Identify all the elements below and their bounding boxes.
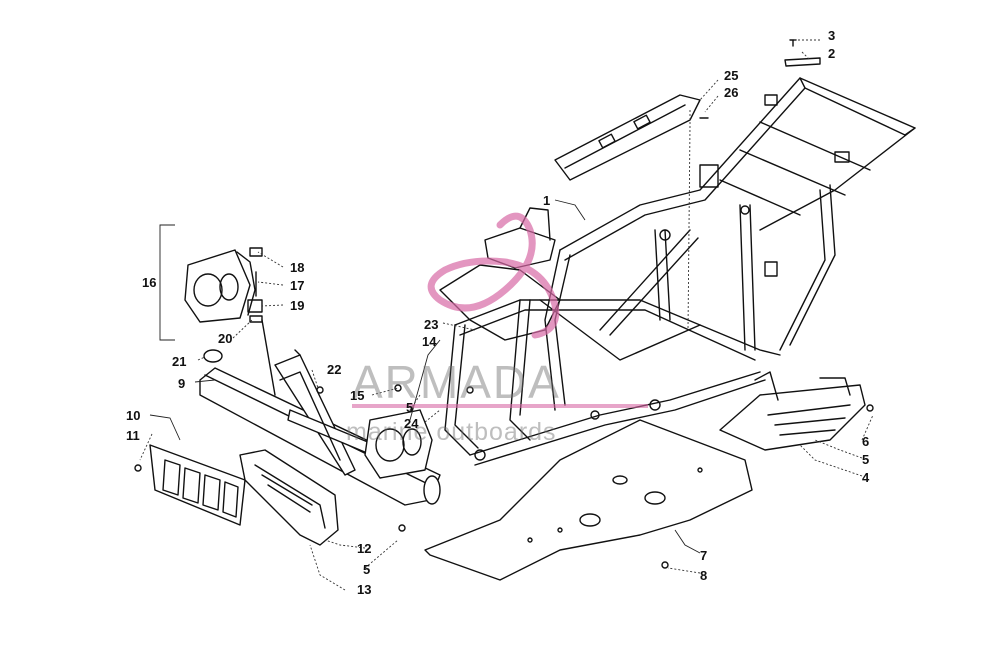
skid-plate: [424, 419, 753, 581]
callout-8: 8: [700, 568, 707, 583]
watermark-tagline: marine outboards: [346, 418, 557, 446]
callout-25: 25: [724, 68, 738, 83]
headlight-left: [184, 249, 256, 323]
headlight-hardware: [247, 247, 276, 396]
callout-2: 2: [828, 46, 835, 61]
callout-3: 3: [828, 28, 835, 43]
callout-11: 11: [126, 428, 140, 443]
callout-18: 18: [290, 260, 304, 275]
callout-6: 6: [862, 434, 869, 449]
callout-17: 17: [290, 278, 304, 293]
watermark-logo-icon: [427, 212, 560, 339]
callout-7: 7: [700, 548, 707, 563]
grommet: [203, 349, 223, 363]
callout-15: 15: [350, 388, 364, 403]
front-panel: [149, 444, 246, 526]
callout-24: 24: [404, 416, 419, 431]
leader-lines: [139, 39, 874, 591]
callout-14: 14: [422, 334, 437, 349]
callout-4: 4: [862, 470, 870, 485]
callout-26: 26: [724, 85, 738, 100]
front-guard: [239, 449, 339, 546]
callout-1: 1: [543, 193, 550, 208]
callout-labels: 1 2 3 4 5 5 5 6 7 8 9 10 11 12 13 14 15 …: [126, 28, 870, 597]
callout-21: 21: [172, 354, 186, 369]
heat-shield: [554, 94, 701, 181]
callout-5-guard: 5: [363, 562, 370, 577]
callout-10: 10: [126, 408, 140, 423]
callout-23: 23: [424, 317, 438, 332]
headlight-right: [364, 409, 433, 479]
watermark-name: ARMADA: [352, 356, 561, 408]
callout-16: 16: [142, 275, 156, 290]
callout-12: 12: [357, 541, 371, 556]
main-frame: [444, 77, 916, 466]
callout-5-footrest: 5: [862, 452, 869, 467]
watermark: ARMADA marine outboards: [346, 212, 648, 446]
footrest: [719, 371, 866, 451]
callout-20: 20: [218, 331, 232, 346]
watermark-divider: [352, 404, 648, 408]
callout-5-headlight: 5: [406, 400, 413, 415]
callout-9: 9: [178, 376, 185, 391]
callout-19: 19: [290, 298, 304, 313]
callout-13: 13: [357, 582, 371, 597]
callout-22: 22: [327, 362, 341, 377]
